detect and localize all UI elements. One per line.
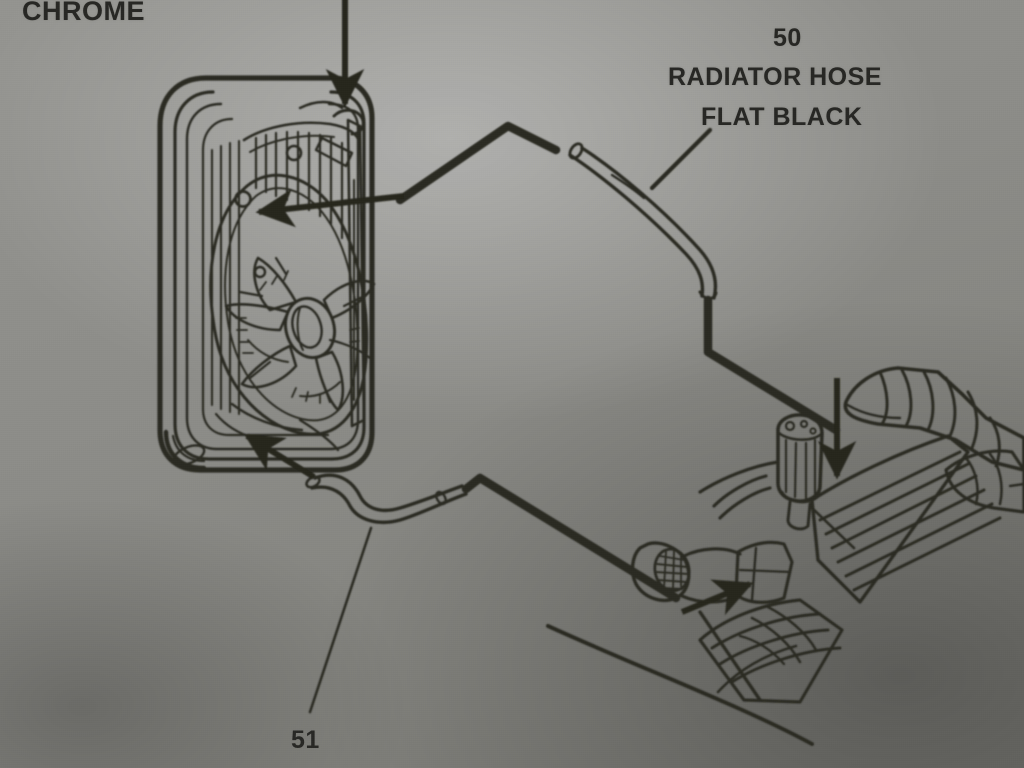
lower-radiator-hose [305, 473, 681, 603]
callout-name-radiator-hose: RADIATOR HOSE [668, 63, 882, 91]
upper-radiator-hose [395, 121, 841, 435]
leader-line-50 [649, 127, 713, 191]
callout-number-51: 51 [291, 726, 320, 754]
callout-finish-flat-black: FLAT BLACK [701, 103, 863, 131]
leader-line-51 [308, 526, 373, 714]
callout-number-50: 50 [773, 24, 802, 52]
label-chrome: CHROME [22, 0, 145, 26]
engine-block [546, 366, 1024, 746]
radiator-and-fan-shroud-assembly [157, 75, 376, 473]
air-cleaner-duct [843, 366, 1024, 472]
